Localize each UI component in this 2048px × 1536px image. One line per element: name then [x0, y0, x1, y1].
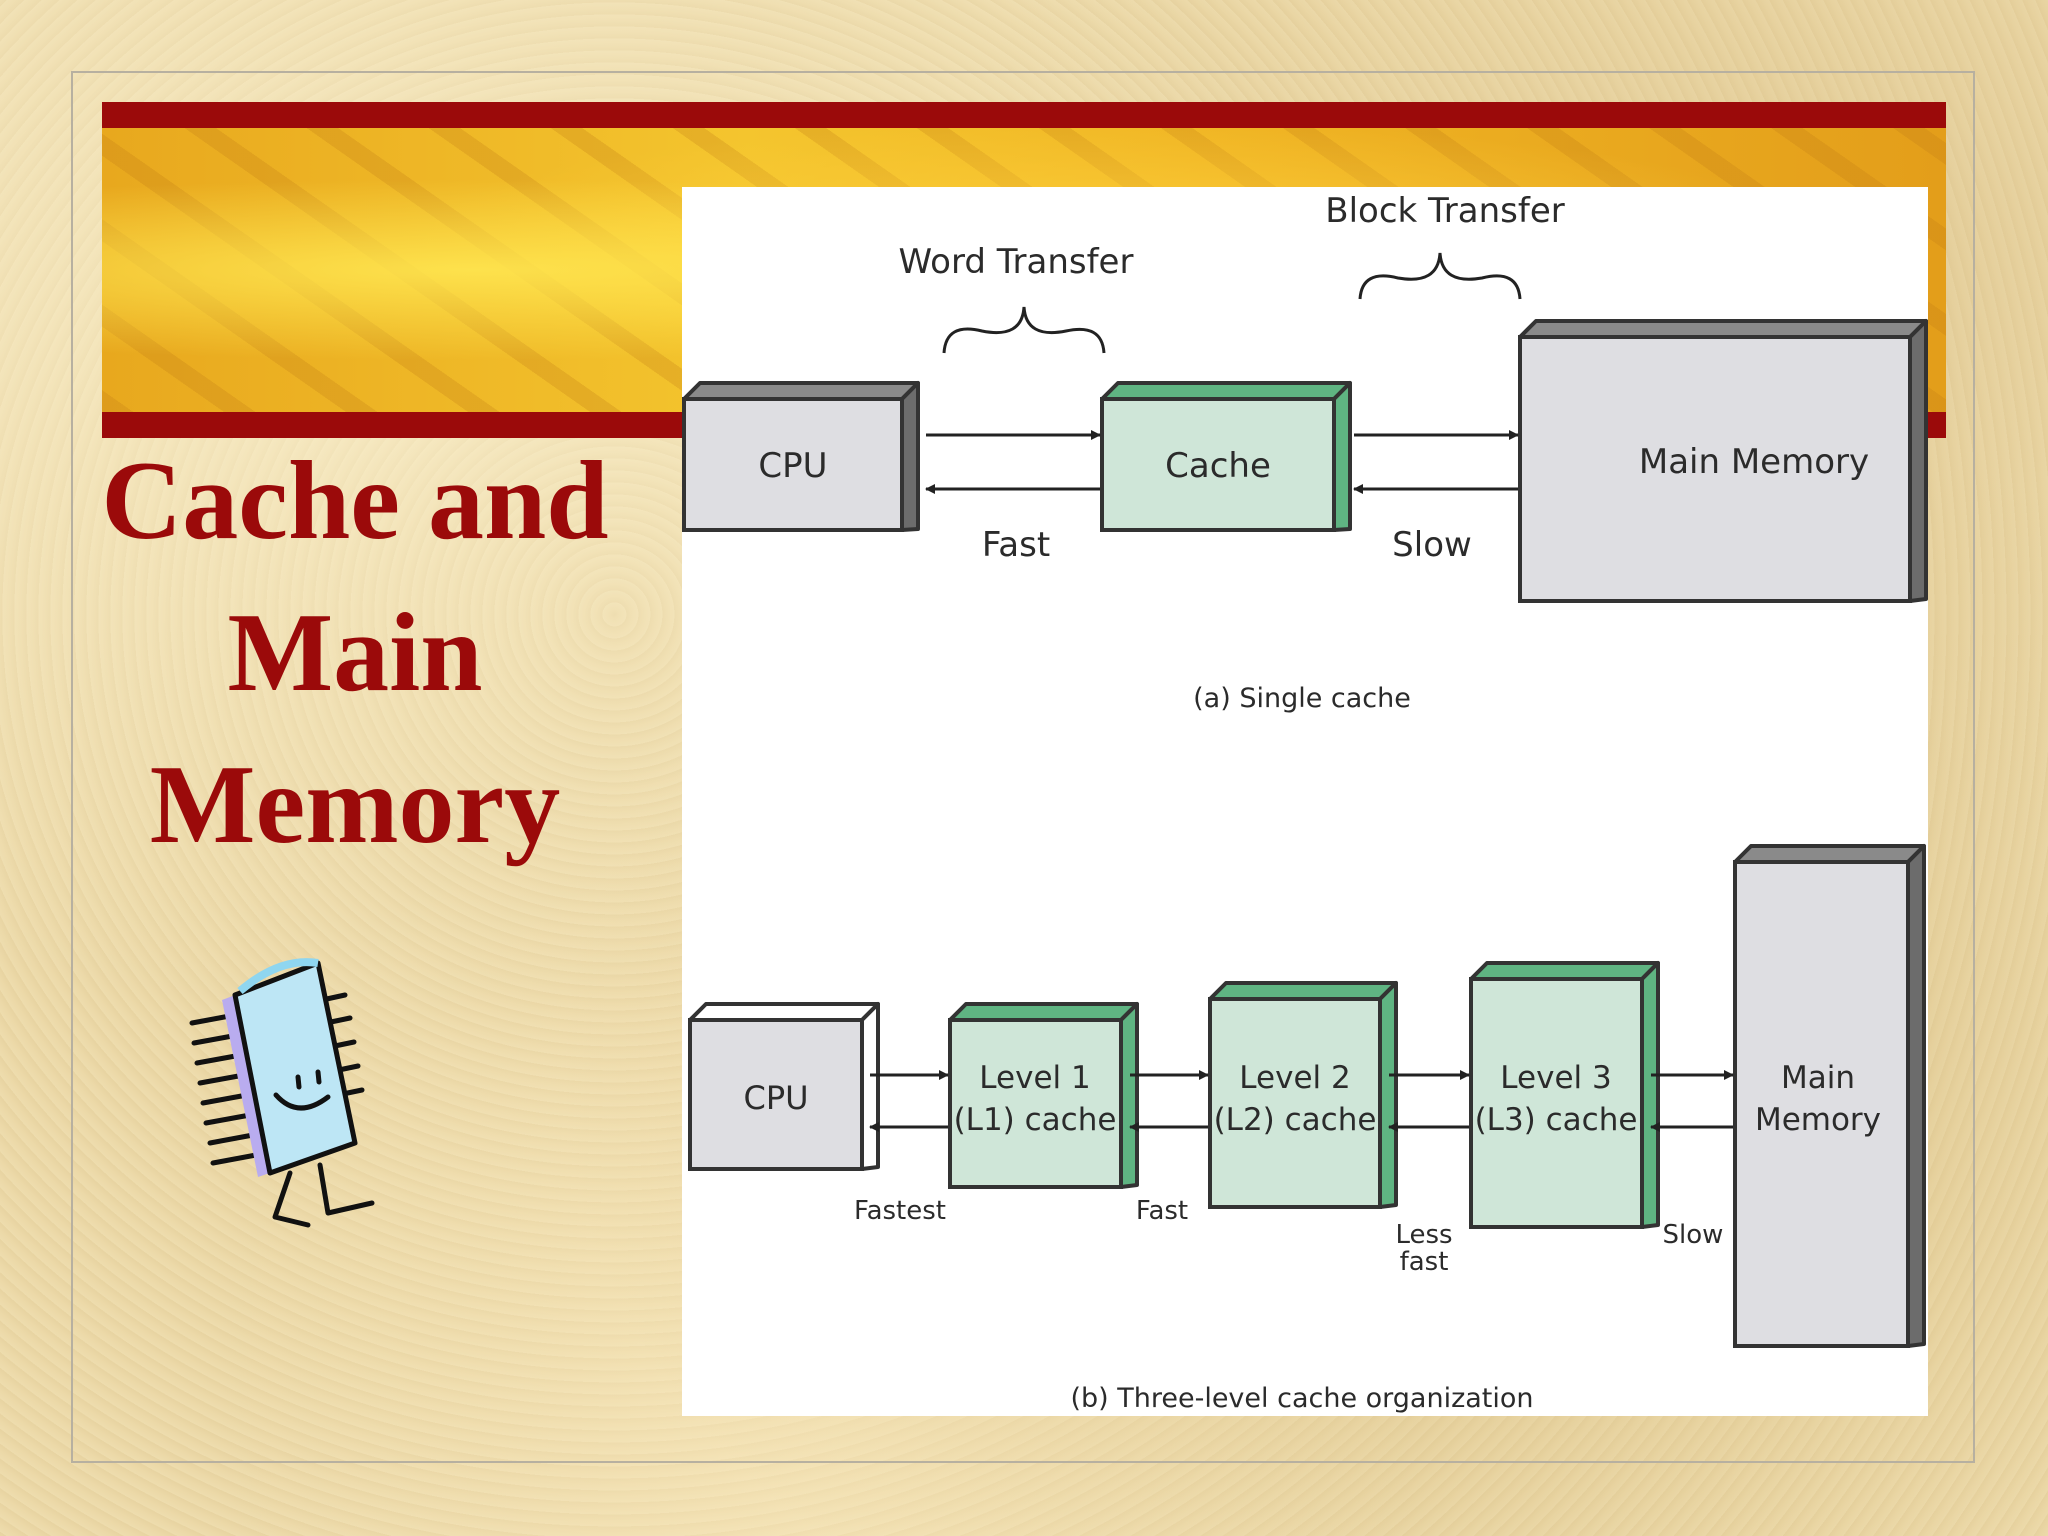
diagram-a: CPU Cache Main Memory Word Transfer Bloc…	[682, 191, 1928, 714]
main-memory-box-a: Main Memory	[1518, 319, 1928, 603]
cpu-label-b: CPU	[743, 1079, 808, 1117]
fast-label-a: Fast	[982, 525, 1050, 565]
title-line-3: Memory	[149, 743, 561, 867]
main-memory-box-b: Main Memory	[1733, 844, 1926, 1348]
less-fast-label-line1: Less	[1395, 1220, 1452, 1250]
slow-label-b: Slow	[1663, 1220, 1724, 1250]
cache-label-a: Cache	[1165, 446, 1271, 486]
cache-box-a: Cache	[1100, 381, 1352, 532]
word-transfer-brace	[942, 306, 1106, 354]
cpu-box-b: CPU	[688, 1002, 880, 1171]
memory-chip-character-icon	[189, 958, 375, 1228]
memory-label-b-line2: Memory	[1755, 1102, 1881, 1138]
title-line-2: Main	[227, 591, 483, 715]
title-line-1: Cache and	[101, 439, 609, 563]
l1-label-line2: (L1) cache	[954, 1102, 1117, 1138]
block-transfer-brace	[1358, 252, 1522, 300]
fastest-label: Fastest	[854, 1196, 946, 1226]
diagram-b: CPU Level 1 (L1) cache Level 2 (L2) cach…	[688, 844, 1926, 1414]
slide-title: Cache and Main Memory	[70, 425, 640, 881]
slide-frame	[71, 71, 1975, 1463]
l3-label-line2: (L3) cache	[1475, 1102, 1638, 1138]
fast-label-b: Fast	[1136, 1196, 1188, 1226]
banner-top-stripe	[102, 102, 1946, 128]
cpu-box-a: CPU	[682, 381, 920, 532]
l2-label-line2: (L2) cache	[1214, 1102, 1377, 1138]
caption-a: (a) Single cache	[1193, 683, 1411, 714]
l2-cache-box: Level 2 (L2) cache	[1208, 981, 1398, 1209]
l3-label-line1: Level 3	[1500, 1060, 1611, 1096]
slow-label-a: Slow	[1392, 525, 1472, 565]
word-transfer-label: Word Transfer	[899, 242, 1134, 282]
caption-b: (b) Three-level cache organization	[1070, 1383, 1533, 1414]
cache-diagram: CPU Cache Main Memory Word Transfer Bloc…	[682, 191, 1928, 1414]
memory-label-a: Main Memory	[1639, 442, 1869, 482]
l1-label-line1: Level 1	[979, 1060, 1090, 1096]
less-fast-label-line2: fast	[1400, 1247, 1449, 1277]
cache-diagram-panel: CPU Cache Main Memory Word Transfer Bloc…	[682, 187, 1928, 1416]
l2-label-line1: Level 2	[1239, 1060, 1350, 1096]
l3-cache-box: Level 3 (L3) cache	[1469, 961, 1660, 1229]
l1-cache-box: Level 1 (L1) cache	[948, 1002, 1139, 1189]
memory-label-b-line1: Main	[1781, 1060, 1855, 1096]
block-transfer-label: Block Transfer	[1325, 191, 1564, 231]
cpu-label-a: CPU	[758, 446, 827, 486]
